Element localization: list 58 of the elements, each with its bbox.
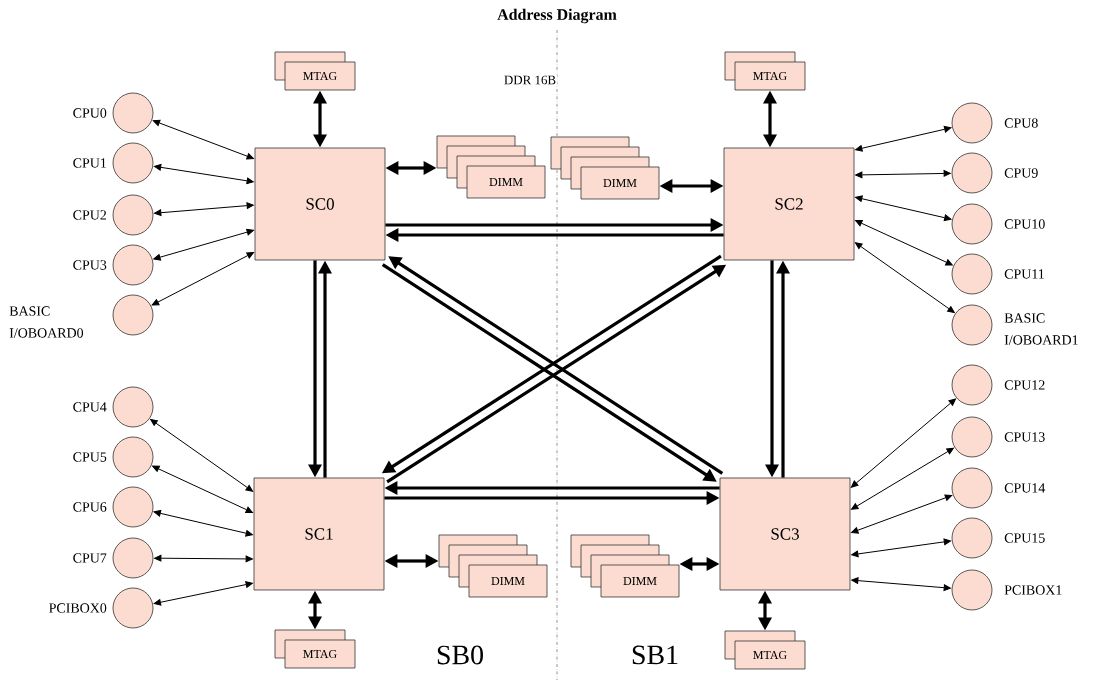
node-label: CPU11 (1004, 269, 1044, 279)
node-label: DIMM (491, 577, 525, 585)
node-label: CPU1 (73, 158, 106, 168)
node-label: CPU10 (1004, 219, 1045, 229)
bus-label: DDR 16B (502, 74, 558, 86)
module-stack: DIMM (570, 534, 680, 598)
controller-box: SC1 (253, 477, 385, 591)
node-label: CPU6 (73, 502, 107, 512)
board-label: SB1 (629, 644, 681, 666)
arrow (855, 125, 952, 152)
arrow (154, 202, 254, 217)
arrow (152, 119, 254, 160)
node-label: PCIBOX0 (49, 603, 107, 613)
node-label: CPU0 (73, 108, 107, 118)
node-label: BASIC I/OBOARD0 (9, 306, 84, 338)
node-label: CPU7 (73, 553, 107, 563)
arrow (153, 228, 254, 261)
node-label: CPU8 (1004, 118, 1038, 128)
node-label: BASIC I/OBOARD1 (1004, 313, 1078, 345)
node-label: DIMM (623, 577, 657, 585)
module-stack: MTAG (724, 630, 806, 670)
node-label: CPU14 (1004, 483, 1046, 493)
arrow (851, 494, 953, 534)
title: Address Diagram (497, 8, 617, 24)
module-stack: MTAG (724, 51, 806, 91)
controller-box: SC0 (254, 147, 386, 261)
node-label: CPU12 (1004, 380, 1045, 390)
board-label: SB0 (434, 644, 486, 666)
controller-box: SC3 (719, 477, 851, 591)
arrow (851, 447, 954, 510)
arrow (153, 510, 253, 537)
module-stack: MTAG (274, 629, 356, 669)
arrow (150, 418, 254, 492)
arrow (855, 170, 951, 179)
node-label: CPU3 (73, 260, 107, 270)
module-stack: DIMM (436, 135, 546, 199)
arrow (152, 465, 253, 513)
arrow (153, 164, 254, 185)
node-label: CPU5 (73, 452, 107, 462)
arrow (153, 581, 253, 606)
controller-box: SC2 (723, 147, 855, 261)
module-stack: DIMM (438, 534, 548, 598)
node-label: CPU9 (1004, 168, 1038, 178)
arrow (151, 252, 254, 306)
node-label: CPU4 (73, 402, 107, 412)
node-label: CPU15 (1004, 533, 1045, 543)
arrow (855, 220, 953, 266)
node-label: CPU2 (73, 210, 107, 220)
arrow (154, 554, 253, 563)
arrow (854, 242, 955, 313)
arrow (851, 538, 952, 558)
arrow (850, 398, 956, 488)
module-stack: MTAG (274, 51, 356, 91)
arrow (855, 195, 952, 222)
node-label: PCIBOX1 (1004, 585, 1062, 595)
node-label: CPU13 (1004, 432, 1045, 442)
module-stack: DIMM (550, 136, 660, 200)
arrow (851, 577, 951, 592)
